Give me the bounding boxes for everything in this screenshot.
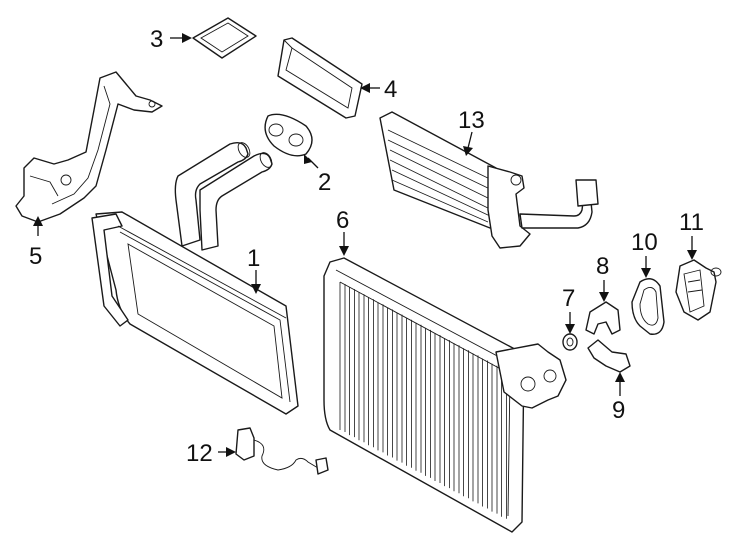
- callout-7: 7: [562, 285, 575, 312]
- part-4-seal-frame[interactable]: [277, 37, 363, 119]
- callout-3: 3: [150, 26, 163, 53]
- callout-12: 12: [186, 440, 213, 467]
- part-5-bracket[interactable]: [15, 71, 163, 223]
- evaporator-fin: [368, 297, 374, 448]
- callout-5: 5: [29, 243, 42, 270]
- callout-8: 8: [596, 253, 609, 280]
- part-10-gasket-ring[interactable]: [631, 278, 665, 335]
- leader-lines: [33, 33, 697, 457]
- callout-4: 4: [384, 76, 397, 103]
- evaporator-fin: [358, 292, 365, 443]
- evaporator-fin: [387, 307, 393, 458]
- part-3-gasket[interactable]: [192, 17, 257, 59]
- evaporator-fin: [472, 353, 479, 504]
- evaporator-fin: [463, 348, 469, 499]
- callout-2: 2: [318, 169, 331, 196]
- callout-10: 10: [631, 229, 658, 256]
- evaporator-fin: [377, 302, 384, 453]
- evaporator-fin: [453, 343, 460, 494]
- callout-labels: 1 2 3 4 5 6 7 8 9 10 11 12 13: [29, 26, 704, 467]
- part-6-evaporator[interactable]: [323, 257, 567, 533]
- part-8-clip[interactable]: [585, 301, 621, 335]
- evaporator-fin: [501, 368, 507, 519]
- evaporator-fin: [396, 312, 403, 463]
- evaporator-fin: [482, 358, 488, 509]
- evaporator-fin: [491, 363, 498, 514]
- part-13-core-unit[interactable]: [379, 111, 599, 249]
- part-1-heater-core[interactable]: [91, 141, 299, 415]
- callout-1: 1: [247, 245, 260, 272]
- part-7-o-ring[interactable]: [562, 333, 578, 351]
- evaporator-fin: [339, 282, 346, 432]
- part-2-grommet[interactable]: [264, 113, 313, 157]
- part-11-valve-housing[interactable]: [675, 259, 722, 321]
- evaporator-fin: [434, 333, 441, 483]
- evaporator-fin: [349, 287, 355, 438]
- evaporator-fin: [444, 338, 450, 489]
- evaporator-fin: [415, 322, 422, 473]
- callout-11: 11: [679, 209, 704, 236]
- part-12-sensor[interactable]: [235, 427, 329, 475]
- callout-6: 6: [336, 207, 349, 234]
- callout-13: 13: [458, 107, 485, 134]
- evaporator-fin: [425, 327, 431, 478]
- evaporator-fin: [406, 317, 412, 468]
- callout-9: 9: [612, 397, 625, 424]
- part-9-clip[interactable]: [587, 339, 631, 373]
